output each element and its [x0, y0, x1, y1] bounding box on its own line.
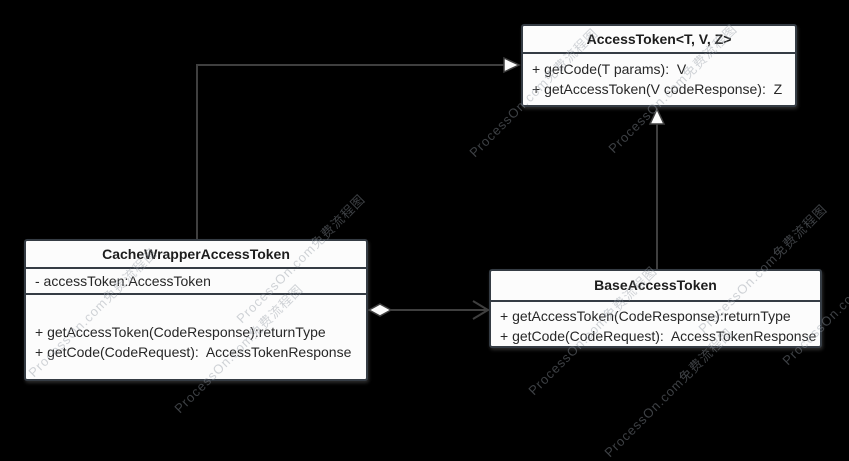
attribute-row: - accessToken:AccessToken	[35, 273, 211, 289]
hollow-triangle-arrowhead-icon	[503, 56, 521, 74]
class-node-cache-wrapper-access-token[interactable]: CacheWrapperAccessToken - accessToken:Ac…	[24, 239, 368, 381]
class-node-access-token[interactable]: AccessToken<T, V, Z> + getCode(T params)…	[521, 24, 797, 107]
method-row: + getAccessToken(V codeResponse): Z	[532, 81, 783, 97]
class-title: AccessToken<T, V, Z>	[586, 31, 732, 47]
method-row: + getCode(CodeRequest): AccessTokenRespo…	[35, 344, 352, 360]
aggregation-connector-cachewrapper-to-base[interactable]	[367, 300, 490, 320]
class-title: CacheWrapperAccessToken	[102, 246, 290, 262]
method-row: + getAccessToken(CodeResponse):returnTyp…	[35, 324, 326, 340]
open-arrowhead-icon	[472, 300, 490, 320]
realization-connector-base-to-accesstoken[interactable]	[648, 107, 666, 269]
methods-compartment: + getAccessToken(CodeResponse):returnTyp…	[491, 300, 820, 346]
methods-compartment: + getAccessToken(CodeResponse):returnTyp…	[26, 293, 366, 362]
realization-connector-cachewrapper-to-accesstoken[interactable]	[196, 56, 521, 239]
class-title: BaseAccessToken	[594, 277, 717, 293]
hollow-triangle-arrowhead-icon	[648, 107, 666, 125]
connector-layer	[196, 56, 666, 320]
method-row: + getCode(T params): V	[532, 61, 687, 77]
hollow-diamond-icon	[367, 303, 393, 317]
method-row: + getCode(CodeRequest): AccessTokenRespo…	[500, 328, 817, 344]
class-node-base-access-token[interactable]: BaseAccessToken + getAccessToken(CodeRes…	[489, 269, 822, 348]
methods-compartment: + getCode(T params): V + getAccessToken(…	[523, 52, 795, 99]
method-row: + getAccessToken(CodeResponse):returnTyp…	[500, 308, 791, 324]
attributes-compartment: - accessToken:AccessToken	[26, 267, 366, 293]
